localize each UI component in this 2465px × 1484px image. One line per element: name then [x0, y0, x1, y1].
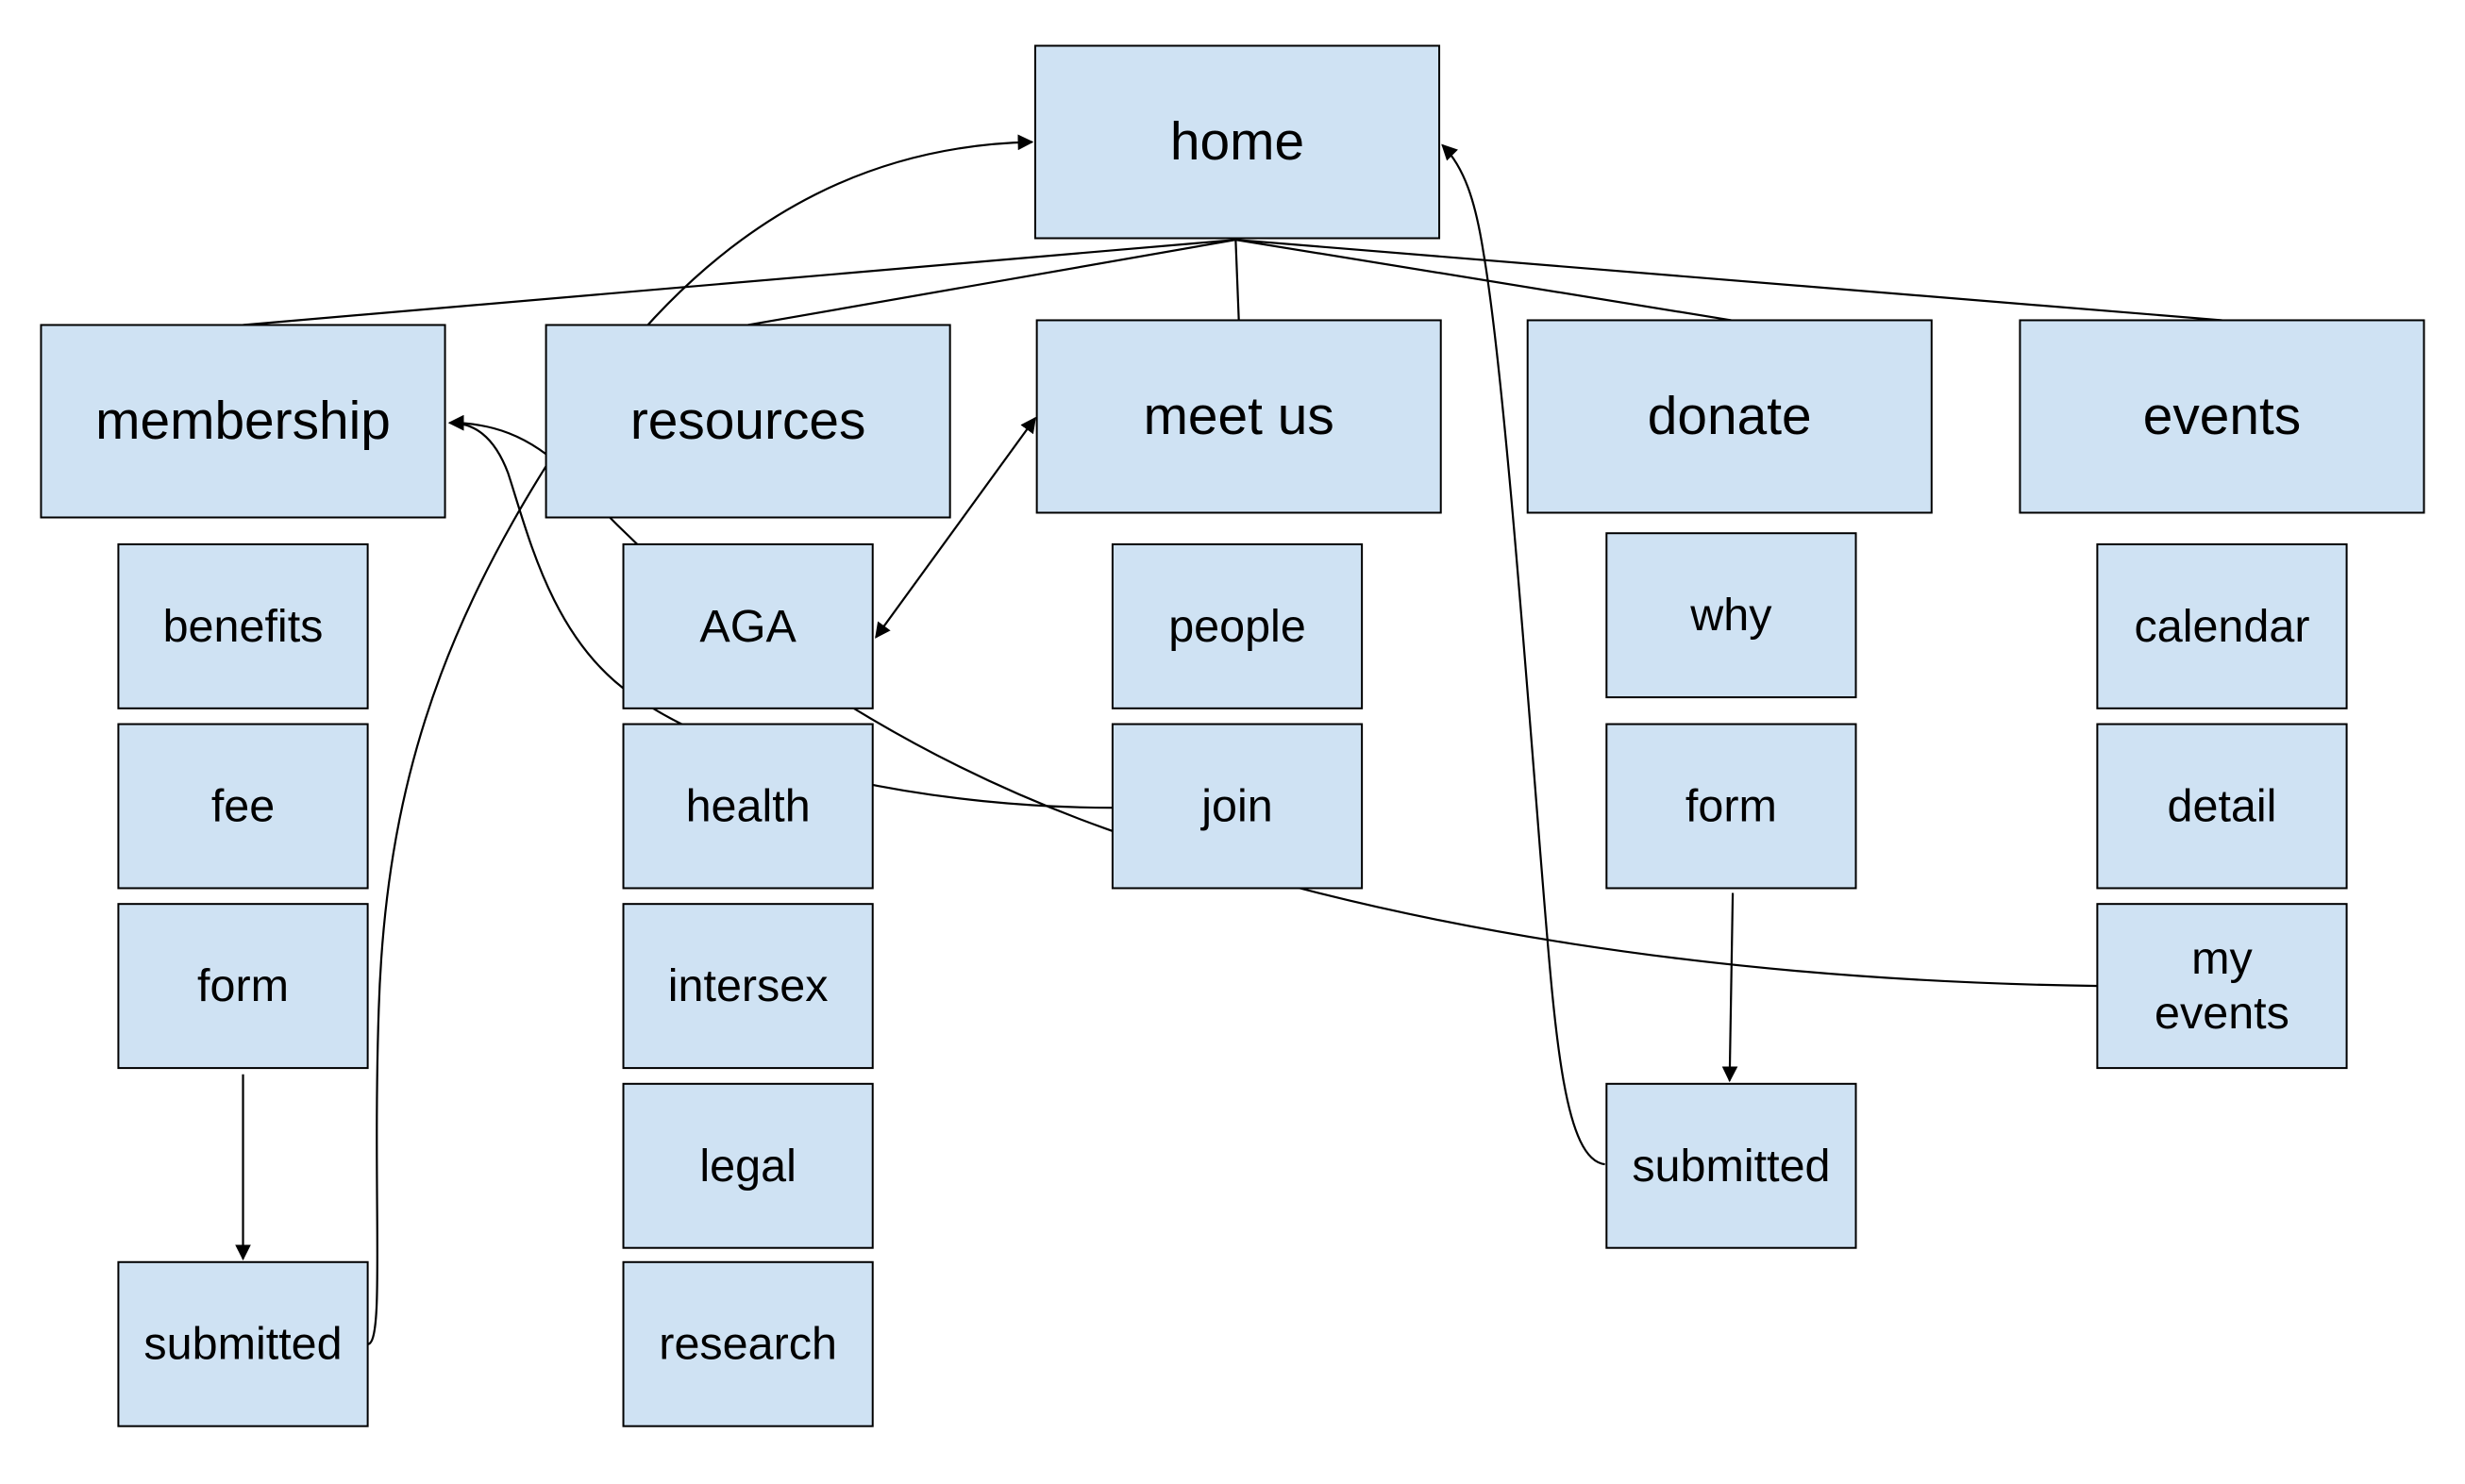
- node-meet-us: meet us: [1035, 319, 1442, 514]
- node-box: [1111, 542, 1364, 709]
- node-label: detail: [2168, 781, 2277, 832]
- node-calendar: calendar: [2096, 542, 2348, 709]
- node-detail: detail: [2096, 723, 2348, 890]
- node-box: [40, 324, 446, 519]
- node-why: why: [1605, 532, 1857, 699]
- edge-mem-submitted-to-home: [368, 134, 1034, 1343]
- node-mem-form: form: [117, 903, 369, 1070]
- edge-home-to-resources: [748, 240, 1236, 325]
- node-label: health: [686, 781, 811, 832]
- node-box: [622, 1082, 874, 1249]
- edge-don-submitted-to-home: [1442, 145, 1604, 1164]
- node-box: [2096, 723, 2348, 890]
- node-benefits: benefits: [117, 542, 369, 709]
- node-membership: membership: [40, 324, 446, 519]
- node-box: [622, 542, 874, 709]
- node-label: legal: [699, 1141, 796, 1192]
- node-resources: resources: [545, 324, 951, 519]
- node-label: submitted: [143, 1319, 342, 1370]
- edge-home-to-donate: [1235, 240, 1731, 320]
- node-label: meet us: [1144, 387, 1334, 446]
- node-box: [117, 723, 369, 890]
- node-box: [117, 542, 369, 709]
- node-label: submitted: [1632, 1141, 1830, 1192]
- edge-home-to-meet-us: [1235, 240, 1238, 320]
- node-box: [622, 1260, 874, 1427]
- node-home: home: [1033, 44, 1441, 240]
- node-box: [117, 903, 369, 1070]
- node-box: [1035, 319, 1442, 514]
- node-label: AGA: [699, 601, 797, 652]
- node-box: [2096, 542, 2348, 709]
- node-box: [1526, 319, 1933, 514]
- node-legal: legal: [622, 1082, 874, 1249]
- node-intersex: intersex: [622, 903, 874, 1070]
- node-research: research: [622, 1260, 874, 1427]
- node-box: [622, 903, 874, 1070]
- node-box: [622, 723, 874, 890]
- node-people: people: [1111, 542, 1364, 709]
- node-box: [1605, 532, 1857, 699]
- node-join: join: [1111, 723, 1364, 890]
- edge-home-to-membership: [243, 240, 1236, 325]
- node-label: form: [1685, 781, 1777, 832]
- node-label: my: [2191, 933, 2253, 984]
- node-health: health: [622, 723, 874, 890]
- node-box: [545, 324, 951, 519]
- node-label: form: [197, 960, 289, 1011]
- node-label: benefits: [163, 601, 324, 652]
- node-label: fee: [211, 781, 275, 832]
- node-events: events: [2019, 319, 2425, 514]
- node-box: [1605, 1082, 1857, 1249]
- node-label: intersex: [668, 960, 829, 1011]
- node-label: membership: [95, 392, 391, 451]
- edge-aga-to-meet-us: [876, 416, 1035, 639]
- node-donate: donate: [1526, 319, 1933, 514]
- nodes: home membership resources meet us donate even…: [40, 44, 2425, 1427]
- node-label: why: [1689, 590, 1772, 641]
- node-don-submitted: submitted: [1605, 1082, 1857, 1249]
- node-box: [2096, 903, 2348, 1070]
- node-fee: fee: [117, 723, 369, 890]
- node-label: research: [659, 1319, 837, 1370]
- node-label: home: [1170, 112, 1304, 172]
- node-box: [1111, 723, 1364, 890]
- node-box: [117, 1260, 369, 1427]
- edge-don-form-to-don-submitted: [1721, 892, 1738, 1083]
- node-don-form: form: [1605, 723, 1857, 890]
- node-box: [2019, 319, 2425, 514]
- node-label: people: [1168, 601, 1306, 652]
- node-mem-submitted: submitted: [117, 1260, 369, 1427]
- node-label: events: [2155, 988, 2289, 1039]
- edge-join-to-membership: [447, 414, 1113, 808]
- edge-home-to-events: [1235, 240, 2222, 320]
- node-box: [1605, 723, 1857, 890]
- node-label: calendar: [2134, 601, 2309, 652]
- node-box: [1033, 44, 1441, 240]
- node-aga: AGA: [622, 542, 874, 709]
- node-label: resources: [630, 392, 866, 451]
- node-label: join: [1199, 781, 1272, 832]
- node-label: events: [2143, 387, 2301, 446]
- node-label: donate: [1648, 387, 1812, 446]
